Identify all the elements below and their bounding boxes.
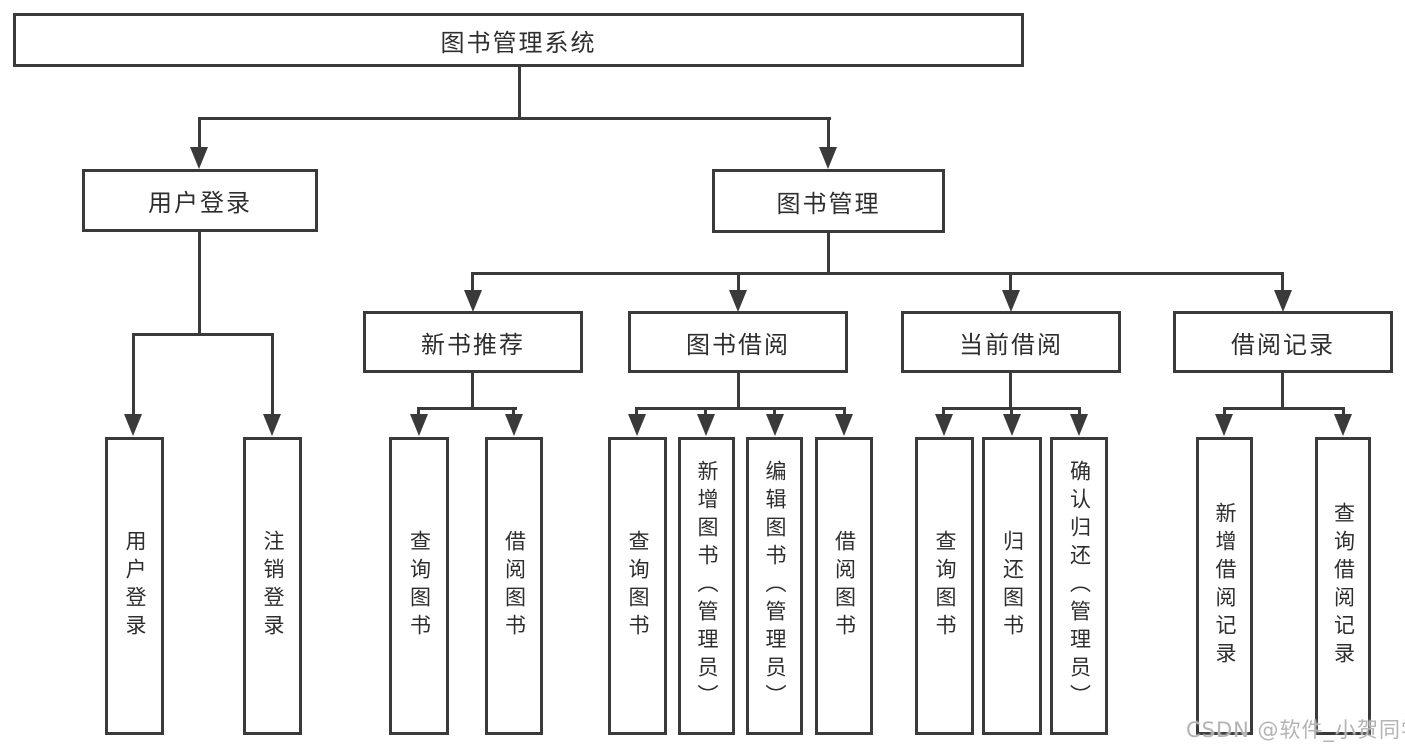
arrow-bookborrow-1 <box>628 414 646 436</box>
node-book-borrow-label: 图书借阅 <box>686 330 790 359</box>
connector-bookborrow-stem <box>737 373 740 410</box>
node-borrow-records-label: 借阅记录 <box>1231 330 1335 359</box>
connector-shaft-newrec-1 <box>417 407 420 418</box>
connector-shaft-currentborrow-2 <box>1010 407 1013 418</box>
leaf-records-add-record: 新增借阅记录 <box>1196 437 1253 735</box>
connector-shaft-current-borrow <box>1009 272 1012 294</box>
connector-shaft-new-book-recommend <box>471 272 474 294</box>
leaf-current-return-books: 归还图书 <box>982 437 1042 735</box>
connector-user-login-branch <box>132 333 274 336</box>
arrow-bookborrow-3 <box>766 414 784 436</box>
connector-shaft-bookborrow-3 <box>773 407 776 418</box>
node-new-book-recommend: 新书推荐 <box>363 311 583 373</box>
node-book-management-label: 图书管理 <box>776 189 881 218</box>
arrow-currentborrow-1 <box>935 414 953 436</box>
arrow-records-1 <box>1215 414 1233 436</box>
leaf-current-confirm-return-admin: 确认归还（管理员） <box>1050 437 1108 735</box>
arrow-book-borrow <box>729 290 747 312</box>
node-root-label: 图书管理系统 <box>440 28 597 57</box>
leaf-newrec-query-books: 查询图书 <box>389 437 449 735</box>
arrow-newrec-1 <box>410 414 428 436</box>
leaf-borrow-query-books: 查询图书 <box>608 437 667 735</box>
connector-user-login-stem <box>198 232 201 336</box>
leaf-borrow-borrow-books: 借阅图书 <box>815 437 873 735</box>
connector-shaft-records-1 <box>1223 407 1226 418</box>
arrow-new-book-recommend <box>464 290 482 312</box>
arrow-currentborrow-2 <box>1003 414 1021 436</box>
connector-book-management-branch <box>471 272 1284 275</box>
connector-shaft-bookborrow-4 <box>843 407 846 418</box>
node-new-book-recommend-label: 新书推荐 <box>421 330 525 359</box>
node-current-borrow-label: 当前借阅 <box>959 330 1063 359</box>
arrow-newrec-2 <box>505 414 523 436</box>
node-root: 图书管理系统 <box>13 13 1024 67</box>
connector-bookborrow-branch <box>635 407 846 410</box>
connector-shaft-user-login <box>198 117 201 151</box>
arrow-user-login <box>190 147 208 169</box>
connector-shaft-newrec-2 <box>512 407 515 418</box>
connector-shaft-currentborrow-1 <box>942 407 945 418</box>
connector-shaft-currentborrow-3 <box>1078 407 1081 418</box>
leaf-user-login: 用户登录 <box>105 437 164 735</box>
connector-shaft-book-borrow <box>737 272 740 294</box>
node-borrow-records: 借阅记录 <box>1173 311 1393 373</box>
connector-shaft-borrow-records <box>1281 272 1284 294</box>
arrow-leaf-user-login <box>124 414 142 436</box>
leaf-current-query-books: 查询图书 <box>915 437 974 735</box>
connector-root-branch <box>198 117 831 120</box>
node-book-management: 图书管理 <box>712 169 945 233</box>
node-user-login-label: 用户登录 <box>148 189 252 217</box>
leaf-borrow-add-book-admin: 新增图书（管理员） <box>678 437 735 735</box>
csdn-watermark: CSDN @软件_小贺同学 <box>1186 718 1405 742</box>
arrow-bookborrow-2 <box>697 414 715 436</box>
leaf-records-query-record: 查询借阅记录 <box>1315 437 1371 735</box>
connector-root-stem <box>518 65 521 120</box>
connector-currentborrow-stem <box>1009 373 1012 410</box>
arrow-current-borrow <box>1002 290 1020 312</box>
connector-shaft-leaf-logout <box>271 333 274 417</box>
arrow-book-management <box>819 147 837 169</box>
connector-shaft-book-management <box>827 117 830 151</box>
node-user-login: 用户登录 <box>82 169 318 232</box>
arrow-leaf-logout <box>263 414 281 436</box>
node-book-borrow: 图书借阅 <box>628 311 848 373</box>
arrow-records-2 <box>1334 414 1352 436</box>
connector-shaft-records-2 <box>1342 407 1345 418</box>
arrow-currentborrow-3 <box>1070 414 1088 436</box>
connector-shaft-bookborrow-2 <box>704 407 707 418</box>
connector-shaft-bookborrow-1 <box>635 407 638 418</box>
arrow-bookborrow-4 <box>835 414 853 436</box>
connector-shaft-leaf-user-login <box>132 333 135 417</box>
connector-records-branch <box>1223 407 1345 410</box>
leaf-newrec-borrow-books: 借阅图书 <box>485 437 543 735</box>
connector-records-stem <box>1281 373 1284 410</box>
leaf-borrow-edit-book-admin: 编辑图书（管理员） <box>746 437 803 735</box>
arrow-borrow-records <box>1274 290 1292 312</box>
connector-newrec-stem <box>471 373 474 410</box>
node-current-borrow: 当前借阅 <box>901 311 1121 373</box>
leaf-logout: 注销登录 <box>243 437 302 735</box>
connector-book-management-stem <box>827 233 830 275</box>
connector-newrec-branch <box>417 407 517 410</box>
